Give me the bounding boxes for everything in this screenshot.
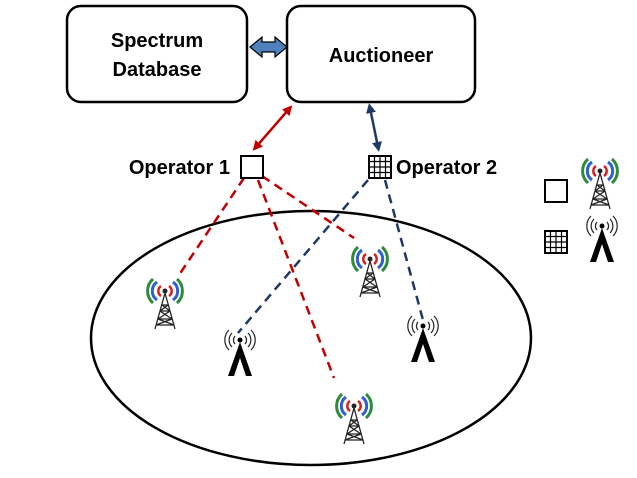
colored-tower-icon: [351, 245, 389, 299]
operator1-links: [177, 174, 355, 379]
operator2-node: Operator 2: [368, 155, 497, 179]
operator1-node: Operator 1: [129, 155, 264, 179]
grid-square-icon: [544, 230, 568, 254]
square-outline-icon: [240, 155, 264, 179]
operator1-auctioneer-arrow: [252, 105, 293, 151]
black-tower-icon: [407, 315, 439, 363]
square-outline-icon: [544, 179, 568, 203]
black-tower-icon: [224, 329, 256, 377]
spectrum-database-label-line1: Spectrum: [111, 30, 203, 52]
auctioneer-box: Auctioneer: [285, 4, 477, 104]
colored-tower-icon: [581, 157, 619, 211]
operator1-label: Operator 1: [129, 157, 230, 179]
auctioneer-label: Auctioneer: [329, 45, 434, 67]
database-auctioneer-link: [249, 35, 288, 59]
operator2-label: Operator 2: [396, 157, 497, 179]
colored-tower-icon: [335, 392, 373, 446]
spectrum-database-box: Spectrum Database: [65, 4, 249, 104]
spectrum-database-label-line2: Database: [113, 59, 202, 81]
black-tower-icon: [586, 215, 618, 263]
legend: [544, 157, 619, 263]
colored-tower-icon: [146, 277, 184, 331]
grid-square-icon: [368, 155, 392, 179]
coverage-area-ellipse: [89, 209, 533, 467]
operator2-links: [237, 179, 425, 334]
operator2-auctioneer-arrow: [366, 103, 382, 152]
